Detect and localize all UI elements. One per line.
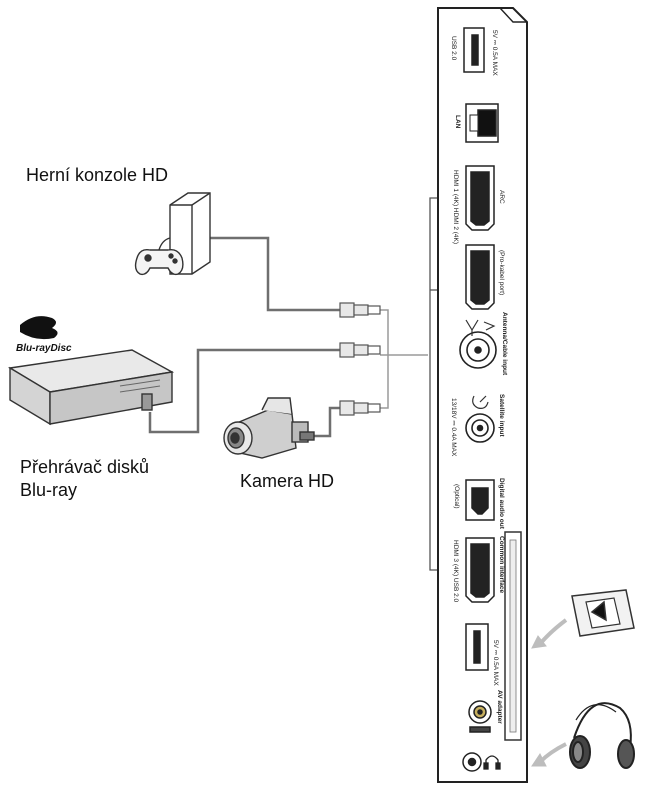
game-console-icon	[134, 192, 211, 276]
antenna-input	[459, 331, 497, 369]
camcorder-icon	[223, 397, 315, 459]
satellite-input	[465, 413, 495, 443]
usb-port-2	[465, 623, 489, 671]
bluray-label-line1: Přehrávač disků	[20, 457, 150, 477]
av-adapter-port	[468, 700, 492, 733]
lan-port	[465, 103, 499, 143]
headphones-icon	[569, 702, 635, 769]
camera-label: Kamera HD	[240, 471, 335, 491]
hdmi-port-1	[465, 165, 495, 231]
hdmi-port-3	[465, 537, 495, 603]
bluray-player-icon	[7, 349, 175, 426]
digital-audio-type: (Optical)	[453, 484, 460, 509]
bluray-logo: Blu-rayDisc	[16, 316, 72, 354]
lan-label: LAN	[454, 115, 461, 129]
hdmi-port-2	[465, 244, 495, 310]
headphone-jack	[462, 752, 482, 772]
digital-audio-out	[465, 479, 495, 521]
usb2-power: 5V ⎓ 0.5A MAX	[492, 640, 499, 686]
cables	[148, 236, 428, 438]
ci-card-icon	[571, 589, 635, 637]
satellite-label: Satellite input	[498, 394, 505, 437]
antenna-label: Antenna/Cable input	[501, 312, 508, 376]
av-label: AV adapter	[496, 690, 503, 724]
usb1-label: USB 2.0	[450, 36, 457, 61]
hdmi1-label: HDMI 1 (4K) HDMI 2 (4K)	[452, 170, 459, 244]
usb-port-1	[463, 27, 485, 73]
digital-audio-label: Digital audio out	[498, 478, 505, 530]
tv-side-panel	[437, 7, 528, 783]
bluray-label-line2: Blu-ray	[20, 480, 78, 500]
ci-insert-arrow-icon	[531, 618, 568, 649]
satellite-note: 13/18V ⎓ 0.4A MAX	[450, 398, 457, 457]
usb1-power: 5V ⎓ 0.5A MAX	[491, 30, 498, 76]
satellite-dish-icon	[472, 395, 489, 409]
headphones-arrow-icon	[531, 742, 567, 767]
console-label: Herní konzole HD	[26, 165, 169, 185]
cable-plugs	[339, 302, 381, 416]
hdmi2-note: (Pro-kabel port)	[498, 250, 505, 295]
hdmi1-note: ARC	[498, 190, 505, 204]
antenna-symbol-icon	[465, 319, 496, 336]
hdmi3-label: HDMI 3 (4K) USB 2.0	[452, 540, 459, 603]
headphone-symbol-icon	[483, 755, 501, 770]
ci-label: Common interface	[498, 536, 505, 593]
hdmi-bracket	[429, 197, 438, 571]
bluray-logo-text: Blu-rayDisc	[16, 343, 72, 354]
